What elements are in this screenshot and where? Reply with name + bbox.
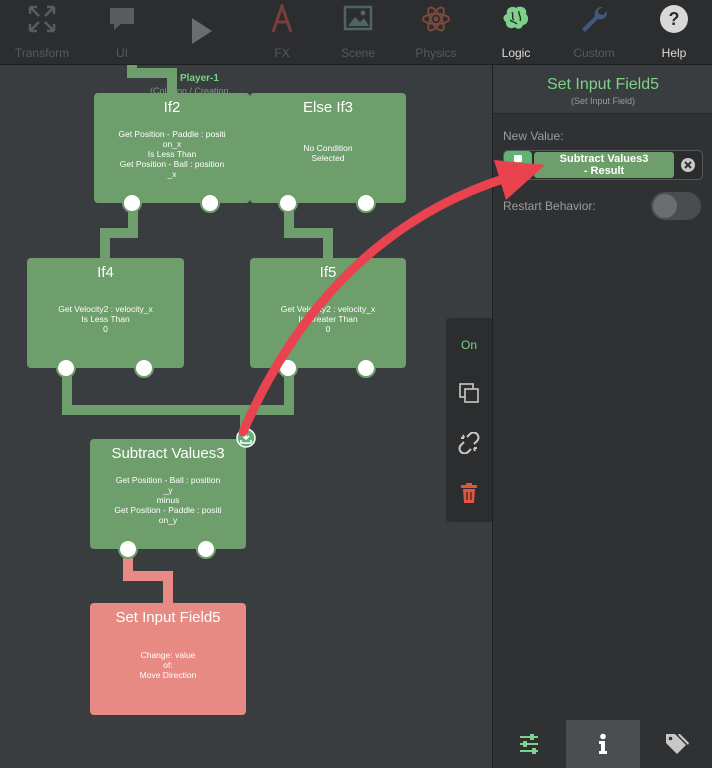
node-body: Get Velocity2 : velocity_x Is Less Than … — [58, 304, 153, 334]
node-context-bar: On — [446, 318, 492, 522]
toolbar-physics[interactable]: Physics — [396, 0, 476, 64]
result-export-icon[interactable] — [236, 428, 256, 448]
node-output-port[interactable] — [118, 539, 138, 559]
panel-title: Set Input Field5 — [546, 76, 660, 93]
node-title: If4 — [97, 264, 114, 281]
node-output-port[interactable] — [278, 193, 298, 213]
node-output-port[interactable] — [356, 358, 376, 378]
svg-text:?: ? — [669, 9, 680, 29]
node-title: Else If3 — [302, 99, 354, 116]
node-if5[interactable]: If5 Get Velocity2 : velocity_x Is Greate… — [250, 258, 406, 378]
tab-info[interactable] — [566, 720, 640, 768]
new-value-label: New Value: — [503, 129, 564, 143]
toolbar-custom[interactable]: Custom — [554, 0, 634, 64]
node-body: No Condition Selected — [303, 143, 353, 163]
node-elseif3[interactable]: Else If3 No Condition Selected — [250, 93, 406, 213]
node-output-port[interactable] — [200, 193, 220, 213]
tags-icon — [666, 734, 689, 754]
image-icon — [343, 5, 373, 31]
trash-icon[interactable] — [458, 482, 480, 504]
logic-canvas[interactable]: Player-1 (Collision / Creation If2 Get P… — [0, 65, 492, 768]
toolbar-label: FX — [274, 46, 290, 60]
toolbar-label: Custom — [573, 46, 615, 60]
node-title: If2 — [163, 99, 181, 116]
node-title: If5 — [319, 264, 337, 281]
wrench-icon — [582, 6, 608, 32]
brain-icon — [503, 6, 529, 29]
toolbar-fx[interactable]: FX — [242, 0, 322, 64]
toolbar-help[interactable]: ? Help — [634, 0, 712, 64]
panel-header: Set Input Field5 (Set Input Field) — [493, 65, 712, 114]
tab-tags[interactable] — [640, 720, 712, 768]
atom-icon — [422, 6, 450, 32]
node-title: Set Input Field5 — [115, 609, 221, 626]
value-chip[interactable]: Subtract Values3 - Result — [534, 152, 674, 178]
tab-properties[interactable] — [493, 720, 566, 768]
event-node-subtitle: (Collision / Creation — [150, 86, 229, 96]
node-title: Subtract Values3 — [111, 445, 225, 462]
node-if2[interactable]: If2 Get Position - Paddle : positi on_x … — [94, 93, 250, 213]
toolbar-label: Scene — [340, 46, 376, 60]
node-if4[interactable]: If4 Get Velocity2 : velocity_x Is Less T… — [27, 258, 184, 378]
node-output-port[interactable] — [134, 358, 154, 378]
toolbar-ui[interactable]: UI — [82, 0, 162, 64]
info-icon — [599, 733, 607, 754]
toggle-knob — [653, 194, 677, 218]
unlink-icon[interactable] — [458, 432, 480, 454]
node-subtract-values3[interactable]: Subtract Values3 Get Position - Ball : p… — [90, 428, 256, 559]
panel-subtitle: (Set Input Field) — [570, 96, 636, 106]
toolbar-logic[interactable]: Logic — [476, 0, 556, 64]
clear-value-icon[interactable] — [680, 157, 696, 173]
toolbar-scene[interactable]: Scene — [318, 0, 398, 64]
toolbar-label: Transform — [14, 46, 70, 60]
expand-arrows-icon — [28, 5, 56, 33]
node-output-port[interactable] — [56, 358, 76, 378]
node-output-port[interactable] — [278, 358, 298, 378]
restart-behavior-label: Restart Behavior: — [503, 199, 596, 213]
node-body: Get Position - Ball : position _y minus … — [114, 475, 222, 525]
play-icon — [192, 18, 212, 44]
speech-bubble-icon — [110, 8, 134, 30]
fx-pen-icon — [271, 4, 293, 33]
toolbar-transform[interactable]: Transform — [2, 0, 82, 64]
node-set-input-field5[interactable]: Set Input Field5 Change: value of: Move … — [90, 603, 246, 715]
duplicate-icon[interactable] — [458, 382, 480, 404]
sliders-icon — [520, 734, 538, 754]
node-output-port[interactable] — [356, 193, 376, 213]
toolbar-label: Help — [661, 46, 687, 60]
panel-tabs — [493, 720, 712, 768]
toggle-on-button[interactable]: On — [460, 338, 477, 352]
node-body: Get Velocity2 : velocity_x Is Greater Th… — [280, 304, 376, 334]
node-body: Change: value of: Move Direction — [139, 650, 197, 680]
top-toolbar: Transform UI FX Scene — [0, 0, 712, 65]
value-chip-label: Subtract Values3 - Result — [559, 153, 649, 177]
question-icon: ? — [660, 5, 688, 33]
node-output-port[interactable] — [196, 539, 216, 559]
toolbar-label: Logic — [501, 46, 531, 60]
restart-behavior-toggle[interactable] — [651, 192, 701, 220]
toolbar-label: UI — [116, 46, 128, 60]
node-body: Get Position - Paddle : positi on_x Is L… — [118, 129, 226, 179]
properties-panel: Set Input Field5 (Set Input Field) New V… — [492, 65, 712, 768]
attribute-tree-icon[interactable] — [504, 151, 532, 179]
toolbar-play[interactable] — [160, 0, 240, 64]
event-node-title: Player-1 — [180, 73, 219, 84]
toolbar-label: Physics — [415, 46, 457, 60]
new-value-field[interactable]: Subtract Values3 - Result — [503, 150, 703, 180]
node-output-port[interactable] — [122, 193, 142, 213]
